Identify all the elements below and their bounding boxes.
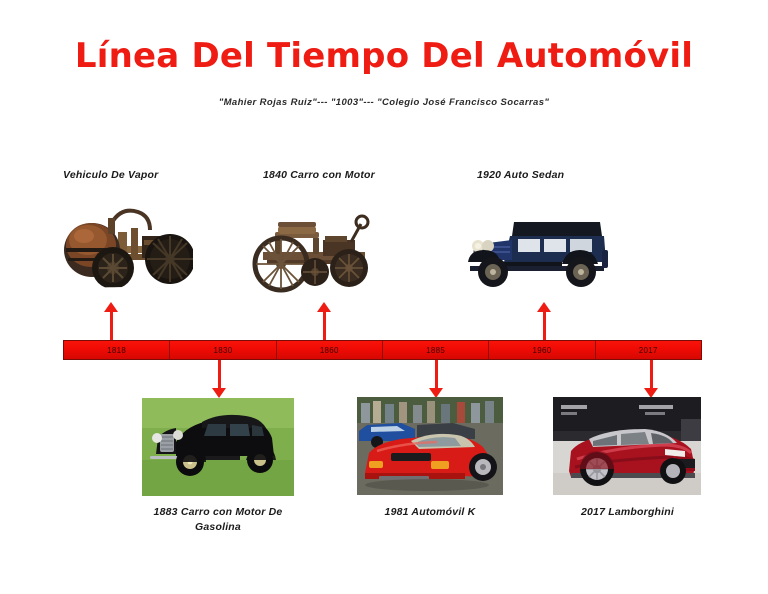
page-title: Línea Del Tiempo Del Automóvil	[74, 36, 694, 76]
arrow-down-3	[644, 360, 658, 398]
arrow-up-2	[317, 302, 331, 340]
timeline-segment-1[interactable]: 1818	[64, 341, 171, 359]
page-subtitle: "Mahier Rojas Ruiz"--- "1003"--- "Colegi…	[218, 97, 550, 108]
timeline-bar[interactable]: 1818 1830 1860 1885 1960 2017	[63, 340, 702, 360]
timeline-segment-4[interactable]: 1885	[382, 341, 490, 359]
timeline-year-label: 1818	[107, 345, 127, 355]
lamborghini-photo	[553, 397, 701, 495]
arrow-up-3	[537, 302, 551, 340]
timeline-year-label: 1860	[319, 345, 339, 355]
timeline-segment-5[interactable]: 1960	[489, 341, 596, 359]
caption-bottom-3-line1: 2017 Lamborghini	[580, 506, 675, 518]
caption-bottom-1-line1: 1883 Carro con Motor De	[153, 506, 283, 518]
timeline-segment-2[interactable]: 1830	[170, 341, 277, 359]
motor-carriage-photo	[245, 202, 375, 297]
timeline-segment-6[interactable]: 2017	[595, 341, 701, 359]
timeline-segment-3[interactable]: 1860	[276, 341, 383, 359]
timeline-year-label: 1885	[426, 345, 446, 355]
gasoline-car-photo	[142, 398, 294, 496]
timeline-year-label: 2017	[638, 345, 658, 355]
arrow-down-2	[429, 360, 443, 398]
caption-bottom-1-line2: Gasolina	[195, 521, 241, 533]
steam-vehicle-photo	[58, 196, 193, 296]
caption-top-2: 1840 Carro con Motor	[263, 169, 375, 181]
sedan-1920-photo	[458, 206, 613, 298]
ferrari-photo	[357, 397, 503, 495]
caption-bottom-2-line1: 1981 Automóvil K	[384, 506, 476, 518]
caption-top-3: 1920 Auto Sedan	[477, 169, 565, 181]
timeline-year-label: 1830	[213, 345, 233, 355]
caption-bottom-1: 1883 Carro con Motor De Gasolina	[128, 505, 308, 535]
arrow-up-1	[104, 302, 118, 340]
caption-top-1: Vehiculo De Vapor	[63, 169, 159, 181]
timeline-year-label: 1960	[532, 345, 552, 355]
arrow-down-1	[212, 360, 226, 398]
caption-bottom-2: 1981 Automóvil K	[345, 505, 515, 520]
caption-bottom-3: 2017 Lamborghini	[545, 505, 710, 520]
